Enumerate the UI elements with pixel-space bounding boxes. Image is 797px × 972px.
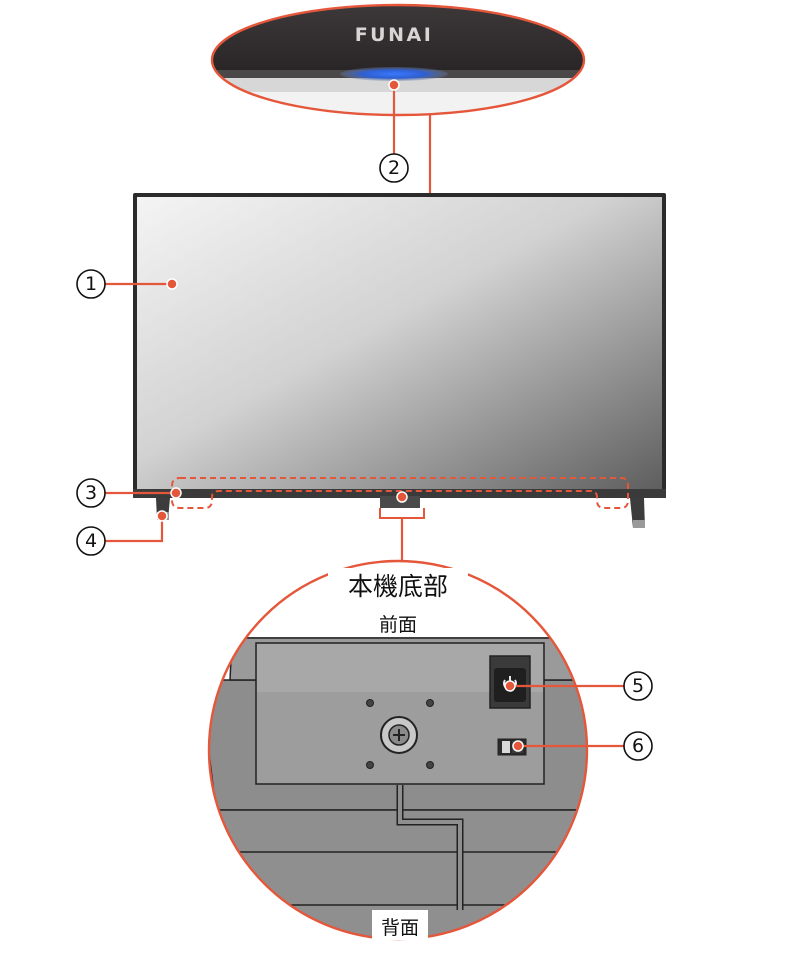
callout-1-number: 1	[85, 273, 97, 295]
bottom-center-dot	[396, 491, 408, 503]
detail-title: 本機底部	[348, 572, 448, 601]
tv-screen	[137, 197, 662, 489]
callout-6-marker	[623, 731, 653, 761]
callout-4-dot	[156, 510, 168, 522]
callout-5-number: 5	[632, 675, 644, 697]
power-indicator-led	[340, 67, 448, 81]
back-label: 背面	[381, 917, 419, 939]
callout-4-number: 4	[85, 530, 97, 552]
callout-1-marker	[76, 269, 106, 299]
callout-6: 6	[512, 731, 653, 761]
callout-4: 4	[76, 510, 168, 556]
detail-bracket	[379, 508, 425, 519]
top-zoom-ellipse: FUNAI	[210, 3, 586, 117]
callout-4-marker	[76, 526, 106, 556]
callout-6-dot	[512, 740, 524, 752]
callout-3-dot	[170, 487, 182, 499]
callout-3: 3	[76, 478, 182, 508]
callout-3-area	[171, 477, 629, 509]
callout-2-number: 2	[388, 157, 400, 179]
screw-plus-icon	[380, 716, 418, 754]
callout-1-dot	[166, 278, 178, 290]
callout-2-marker	[379, 153, 409, 183]
callout-1: 1	[76, 269, 178, 299]
brand-logo: FUNAI	[355, 24, 434, 46]
callout-2-dot	[388, 79, 400, 91]
tv-body	[133, 193, 666, 528]
callout-5-dot	[504, 680, 516, 692]
callout-5-marker	[623, 671, 653, 701]
callout-2: 2	[379, 79, 409, 183]
front-label: 前面	[379, 614, 417, 636]
bottom-detail-circle	[207, 559, 589, 941]
callout-3-marker	[76, 478, 106, 508]
callout-5: 5	[504, 671, 653, 701]
callout-6-number: 6	[632, 735, 644, 757]
callout-3-number: 3	[85, 482, 97, 504]
